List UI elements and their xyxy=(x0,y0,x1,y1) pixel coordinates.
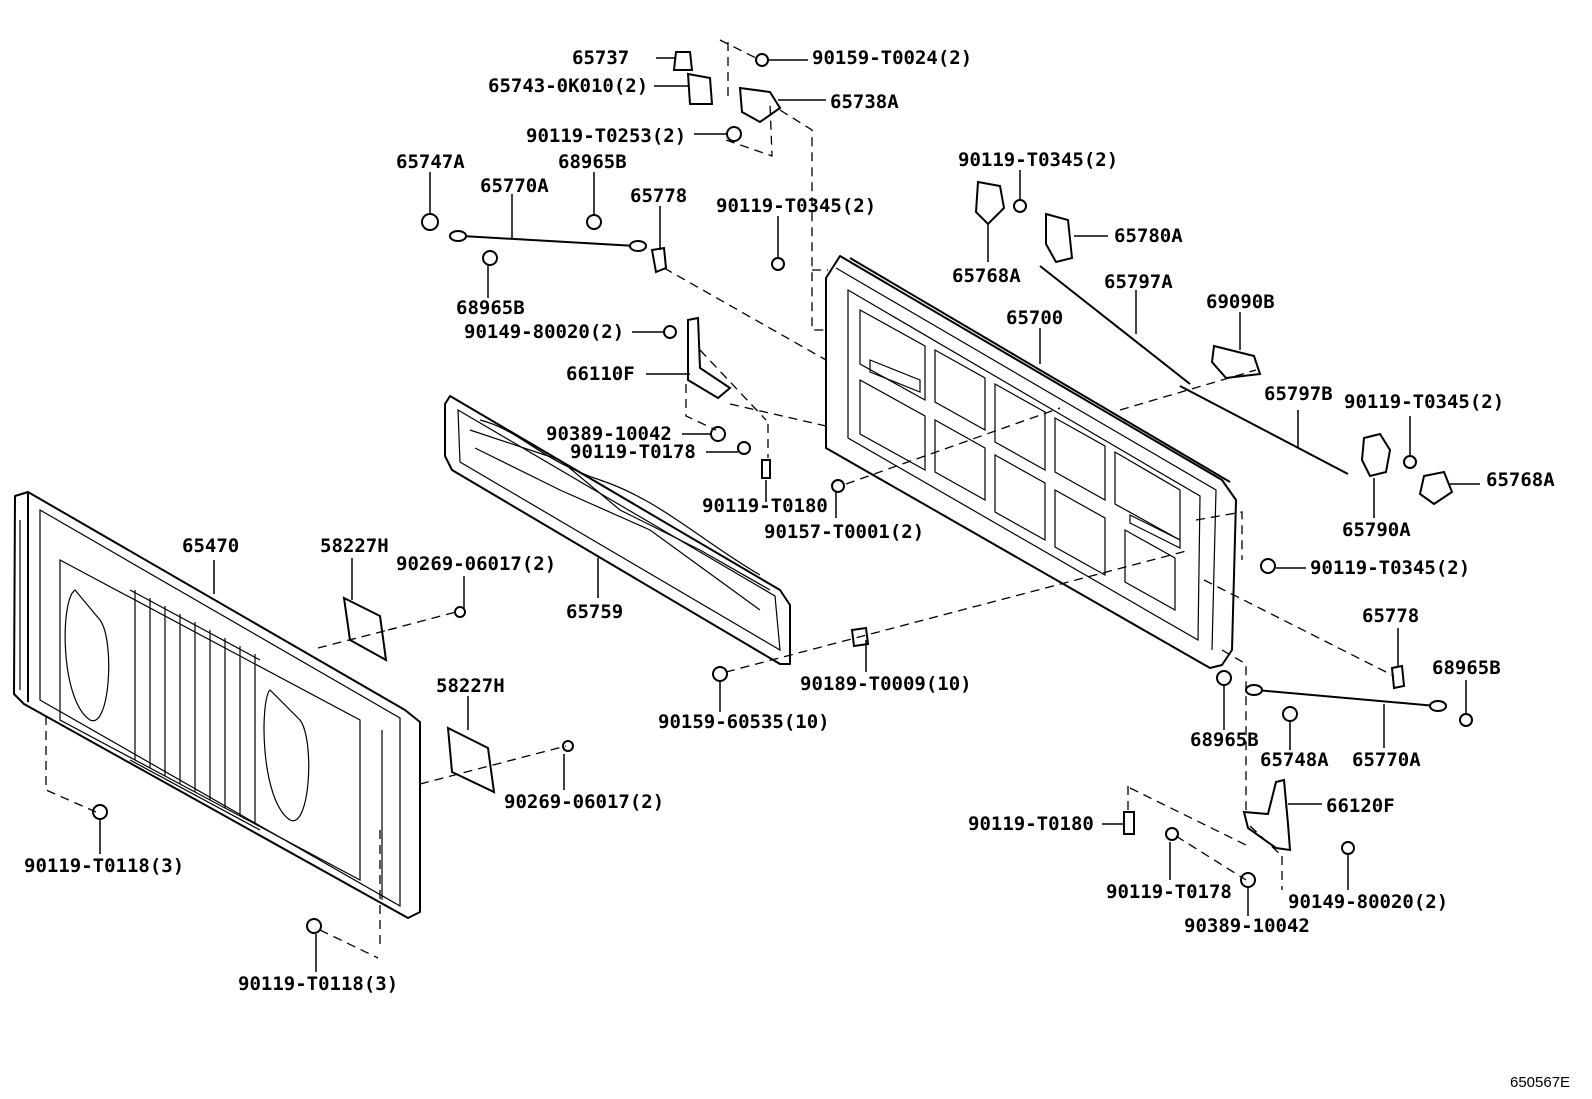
cap-65747a xyxy=(421,213,439,231)
cable-65770a-left xyxy=(449,230,647,252)
label-90149-80020-lower: 90149-80020(2) xyxy=(1288,891,1448,913)
label-68965b-right-lower: 68965B xyxy=(1190,729,1259,751)
label-65778-left: 65778 xyxy=(630,185,687,207)
label-68965b-lower: 68965B xyxy=(456,297,525,319)
bolt-68965b-lower xyxy=(482,250,498,266)
label-65738a: 65738A xyxy=(830,91,899,113)
bracket-65738a xyxy=(738,86,782,124)
cushion-65743 xyxy=(686,72,714,105)
bolt-90119-t0178-lower xyxy=(1165,827,1179,841)
label-65768a-lower: 65768A xyxy=(1486,469,1555,491)
diagram-code: 650567E xyxy=(1510,1074,1570,1091)
label-90119-t0345-center: 90119-T0345(2) xyxy=(716,195,876,217)
screw-90157-t0001 xyxy=(831,479,845,493)
label-68965b-right: 68965B xyxy=(1432,657,1501,679)
bolt-68965b-right-lower xyxy=(1216,670,1232,686)
bolt-90149-80020-lower xyxy=(1341,841,1355,855)
label-65797b: 65797B xyxy=(1264,383,1333,405)
label-65797a: 65797A xyxy=(1104,271,1173,293)
label-65470: 65470 xyxy=(182,535,239,557)
label-65748a: 65748A xyxy=(1260,749,1329,771)
bolt-90119-t0345-center xyxy=(771,257,785,271)
label-90119-t0118-left: 90119-T0118(3) xyxy=(24,855,184,877)
bolt-90119-t0345-right xyxy=(1403,455,1417,469)
bolt-90149-80020-upper xyxy=(663,325,677,339)
label-90149-80020-upper: 90149-80020(2) xyxy=(464,321,624,343)
label-65770a-left: 65770A xyxy=(480,175,549,197)
label-65747a: 65747A xyxy=(396,151,465,173)
label-65700: 65700 xyxy=(1006,307,1063,329)
label-66110f: 66110F xyxy=(566,363,635,385)
bracket-66110f xyxy=(687,316,732,400)
cable-65770a-right xyxy=(1245,684,1447,712)
inner-panel-65759 xyxy=(444,395,791,665)
label-65743-0k010: 65743-0K010(2) xyxy=(488,75,648,97)
bolt-90119-t0345-upper xyxy=(1013,199,1027,213)
bolt-90119-t0118-bottom xyxy=(306,918,322,934)
label-90119-t0345-right: 90119-T0345(2) xyxy=(1344,391,1504,413)
label-90159-t0024: 90159-T0024(2) xyxy=(812,47,972,69)
plate-58227h-upper xyxy=(342,596,388,662)
label-90119-t0178-upper: 90119-T0178 xyxy=(570,441,696,463)
label-90159-60535: 90159-60535(10) xyxy=(658,711,830,733)
assembly-lines xyxy=(45,39,1395,959)
bracket-66120f xyxy=(1242,778,1292,852)
label-65759: 65759 xyxy=(566,601,623,623)
nut-90389-10042-lower xyxy=(1240,872,1256,888)
label-68965b-top: 68965B xyxy=(558,151,627,173)
label-65768a-upper: 65768A xyxy=(952,265,1021,287)
bolt-90119-t0180-upper xyxy=(761,459,771,479)
hinge-65768a-lower xyxy=(1418,470,1454,506)
clip-65737 xyxy=(672,51,694,71)
bolt-68965b-right xyxy=(1459,713,1473,727)
plate-58227h-lower xyxy=(446,726,496,794)
label-69090b: 69090B xyxy=(1206,291,1275,313)
label-90119-t0178-lower: 90119-T0178 xyxy=(1106,881,1232,903)
screw-90159-60535 xyxy=(712,666,728,682)
bolt-90119-t0118-left xyxy=(92,804,108,820)
handle-69090b xyxy=(1210,344,1262,380)
outer-panel-65470 xyxy=(13,491,421,919)
label-65778-right: 65778 xyxy=(1362,605,1419,627)
tailgate-panel-65700 xyxy=(825,255,1237,669)
bolt-90119-t0253 xyxy=(726,126,742,142)
label-65770a-right: 65770A xyxy=(1352,749,1421,771)
label-66120f: 66120F xyxy=(1326,795,1395,817)
leader-lines xyxy=(99,57,1480,972)
label-90119-t0180-lower: 90119-T0180 xyxy=(968,813,1094,835)
label-58227h-lower: 58227H xyxy=(436,675,505,697)
label-90389-10042-upper: 90389-10042 xyxy=(546,423,672,445)
label-90189-t0009: 90189-T0009(10) xyxy=(800,673,972,695)
label-90157-t0001: 90157-T0001(2) xyxy=(764,521,924,543)
label-65780a: 65780A xyxy=(1114,225,1183,247)
label-90389-10042-lower: 90389-10042 xyxy=(1184,915,1310,937)
label-65790a: 65790A xyxy=(1342,519,1411,541)
rod-65797a xyxy=(1039,265,1191,385)
screw-90159-t0024 xyxy=(755,53,769,67)
latch-65790a xyxy=(1360,432,1392,478)
label-65737: 65737 xyxy=(572,47,629,69)
label-90119-t0345-upper: 90119-T0345(2) xyxy=(958,149,1118,171)
hinge-65768a-upper xyxy=(974,180,1006,226)
label-90119-t0180-upper: 90119-T0180 xyxy=(702,495,828,517)
label-90269-06017-upper: 90269-06017(2) xyxy=(396,553,556,575)
bolt-90119-t0345-lower xyxy=(1260,558,1276,574)
label-90119-t0253: 90119-T0253(2) xyxy=(526,125,686,147)
label-58227h-upper: 58227H xyxy=(320,535,389,557)
label-90269-06017-lower: 90269-06017(2) xyxy=(504,791,664,813)
latch-65780a xyxy=(1045,212,1074,264)
bolt-90119-t0178-upper xyxy=(737,441,751,455)
striker-65778-right xyxy=(1390,664,1406,690)
label-90119-t0345-lower: 90119-T0345(2) xyxy=(1310,557,1470,579)
bolt-90119-t0180-lower xyxy=(1123,811,1135,835)
cap-65748a xyxy=(1282,706,1298,722)
screw-90269-06017-upper xyxy=(454,606,466,618)
bolt-68965b-top xyxy=(586,214,602,230)
rod-65797b xyxy=(1179,385,1349,475)
screw-90269-06017-lower xyxy=(562,740,574,752)
label-90119-t0118-bottom: 90119-T0118(3) xyxy=(238,973,398,995)
